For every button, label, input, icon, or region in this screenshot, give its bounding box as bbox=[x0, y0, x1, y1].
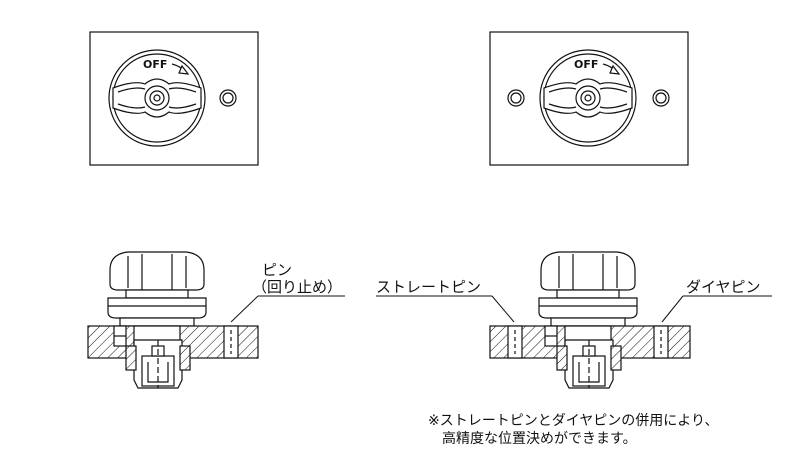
plan-view-left bbox=[89, 31, 259, 166]
knob-head bbox=[540, 251, 636, 291]
diamond-pin-label: ダイヤピン bbox=[686, 278, 761, 296]
knob-center-outer bbox=[575, 85, 601, 111]
knob-outer-ring bbox=[108, 49, 206, 147]
section-view-right bbox=[489, 251, 691, 389]
knob-outer-ring bbox=[539, 49, 637, 147]
pin-label-line1: ピン bbox=[262, 261, 293, 279]
section-view-left bbox=[87, 251, 259, 389]
straight-pin-label: ストレートピン bbox=[376, 278, 482, 296]
straight-pin-leader bbox=[376, 295, 515, 323]
knob-base bbox=[107, 297, 207, 319]
straight-pin-hole bbox=[507, 89, 525, 107]
diamond-pin-section bbox=[653, 325, 669, 359]
knob-base bbox=[538, 297, 638, 319]
knob-head bbox=[109, 251, 205, 291]
plan-view-right bbox=[489, 31, 689, 166]
diamond-pin-leader bbox=[661, 295, 772, 323]
knob-off-label-right: OFF bbox=[574, 58, 598, 71]
note-line1: ※ストレートピンとダイヤピンの併用により、 bbox=[428, 413, 719, 429]
straight-pin-section bbox=[507, 325, 523, 359]
pin-label-line2: （回り止め） bbox=[252, 278, 343, 296]
pin-hole-section bbox=[223, 325, 239, 359]
knob-off-label-left: OFF bbox=[143, 58, 167, 71]
pin-hole bbox=[219, 89, 237, 107]
note-line2: 高精度な位置決めができます。 bbox=[442, 431, 637, 447]
pin-leader bbox=[230, 295, 345, 323]
knob-center-outer bbox=[144, 85, 170, 111]
diamond-pin-hole bbox=[652, 89, 670, 107]
